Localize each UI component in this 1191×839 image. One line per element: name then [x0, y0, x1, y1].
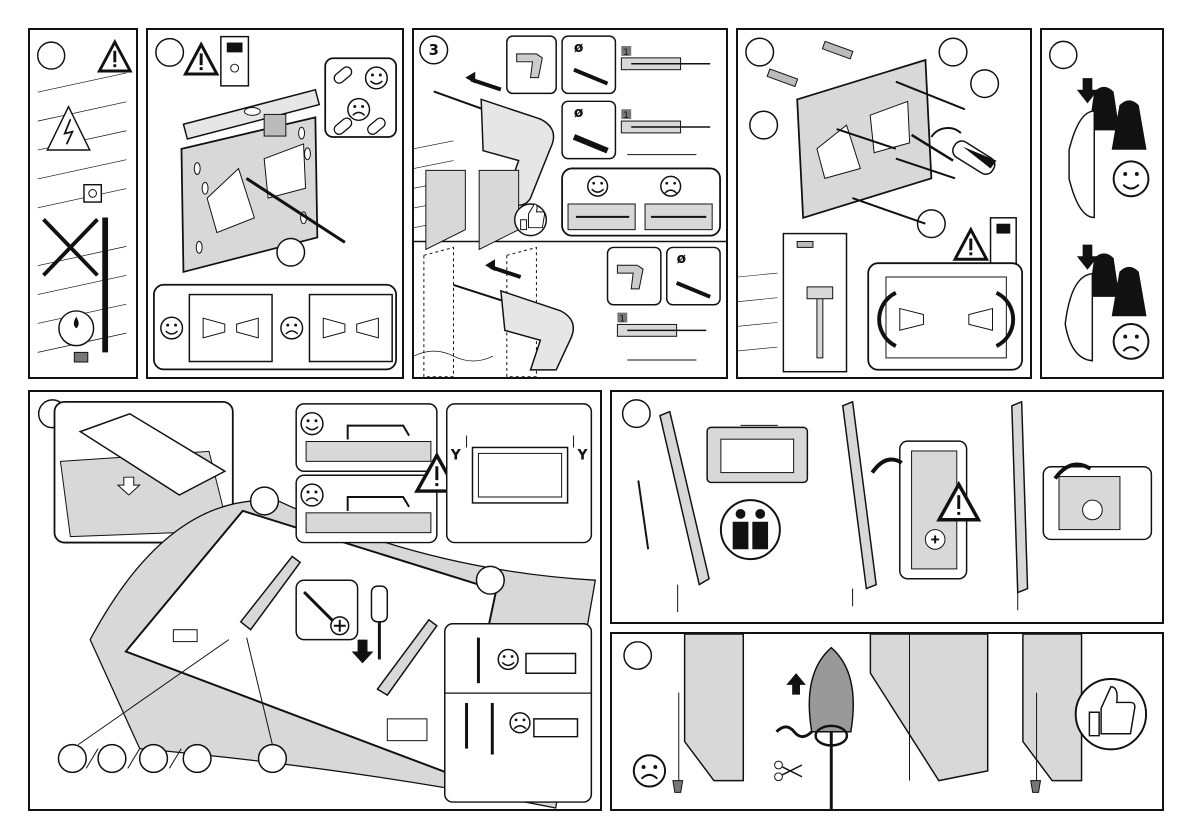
step-panel-8-secure-cord: [610, 632, 1164, 811]
tv-side-view: [870, 634, 987, 781]
level-bubble-detail: [264, 114, 286, 136]
happy-face-icon: [1114, 161, 1149, 196]
step-number-circle: [746, 38, 774, 66]
water-pipe-icon: [59, 217, 105, 362]
clearance-diagram: Y Y: [447, 404, 592, 543]
step-number-circle: [1050, 41, 1077, 68]
clearance-label-right: Y: [576, 447, 588, 463]
callout-circle: [971, 70, 999, 98]
sad-face-icon: [301, 484, 323, 506]
step-tag: 1: [623, 48, 629, 58]
step-panel-3-drill: 3 ø: [412, 28, 728, 379]
step-number-circle: [623, 400, 651, 428]
diameter-symbol: ø: [574, 105, 584, 121]
cord-knot-detail: [775, 648, 854, 809]
diameter-symbol: ø: [574, 40, 584, 56]
happy-face-icon: [301, 413, 323, 435]
no-drill-cross-icon: [43, 219, 97, 275]
sad-face-icon: [661, 176, 681, 196]
secure-cord-illustration: [612, 634, 1162, 809]
sad-face-icon: [1114, 324, 1149, 359]
callout-circle: [918, 210, 946, 238]
wall-anchor-pair: [426, 170, 519, 249]
callout-circle: [277, 238, 305, 266]
drill-illustration: 3 ø: [414, 30, 726, 377]
step-tag: 1: [619, 314, 625, 324]
brick-wall: [738, 273, 777, 351]
tv-side-view: [638, 412, 709, 613]
tv-side-view: [1023, 634, 1082, 792]
plate-orientation-compare: [154, 285, 396, 370]
sad-face-icon: [348, 99, 370, 121]
arrow-icon: [786, 673, 806, 695]
mark-holes-illustration: [148, 30, 402, 377]
callout-circle: [476, 566, 504, 594]
step-panel-7-hang-tv: [610, 390, 1164, 624]
sad-face-icon: [281, 317, 303, 339]
drill-bit-box: ø: [562, 101, 615, 158]
step-panel-4-screw-plate: [736, 28, 1032, 379]
hole-depth-diagram: 1 1: [621, 46, 710, 155]
step-number: 3: [429, 42, 439, 59]
sad-face-icon: [510, 713, 530, 733]
hook-depth-compare: [296, 404, 437, 543]
hang-tv-illustration: [612, 392, 1162, 622]
step-panel-2-mark-holes: [146, 28, 404, 379]
diameter-symbol: ø: [677, 251, 687, 267]
attach-brackets-illustration: Y Y: [30, 392, 600, 809]
tv-side-view: [1069, 111, 1094, 217]
hammer-anchor-box: [783, 234, 846, 372]
ok-not-ok-screws-callout: [325, 58, 396, 137]
happy-face-icon: [588, 176, 608, 196]
step-panel-5-weight-check: [1040, 28, 1164, 379]
step-panel-6-attach-brackets: Y Y: [28, 390, 602, 811]
thumbs-up-icon: [515, 204, 547, 236]
tv-side-view: [843, 402, 876, 606]
drill-icon: [608, 247, 661, 304]
step-number-circle: [624, 642, 651, 669]
step-tag: 1: [623, 111, 629, 121]
tv-side-view: [1065, 274, 1092, 361]
warning-icon: [955, 230, 987, 260]
stud-detector-icon: [221, 37, 249, 86]
screw-length-compare: [445, 624, 592, 802]
thumbs-up-icon: [1076, 679, 1146, 749]
sad-face-icon: [634, 755, 665, 786]
rotation-adjust-box: [868, 263, 1022, 370]
knot-icon: [777, 727, 812, 737]
lock-detail-box: [1043, 465, 1151, 540]
hole-depth-diagram: 1: [617, 313, 706, 360]
step-number-circle: [38, 42, 65, 69]
wall-check-illustration: [30, 30, 136, 377]
phillips-screwdriver-box: [296, 580, 357, 639]
scissors-icon: [775, 761, 802, 781]
drill-icon: [507, 36, 556, 93]
tv-side-view: [1012, 402, 1028, 610]
drill-bit-box: ø: [667, 247, 720, 304]
two-persons-icon: [721, 500, 780, 559]
screw-plate-illustration: [738, 30, 1030, 377]
callout-circle: [750, 111, 778, 139]
happy-face-icon: [161, 317, 183, 339]
warning-icon: [99, 42, 130, 71]
brick-wall: [38, 73, 127, 352]
weight-check-illustration: [1042, 30, 1162, 377]
wall-plate-top-view: [707, 425, 807, 482]
step-number-circle: [156, 39, 184, 67]
drill-bit-box: ø: [562, 36, 615, 93]
step-panel-1-wall-check: [28, 28, 138, 379]
happy-face-icon: [498, 650, 518, 670]
anchor-ok-compare: [562, 168, 720, 235]
clearance-label-left: Y: [450, 447, 462, 463]
happy-face-icon: [366, 67, 388, 89]
socket-icon: [84, 185, 101, 202]
stud-detector-icon: [991, 218, 1017, 267]
warning-icon: [185, 45, 217, 75]
tv-side-view: [673, 634, 743, 792]
wall-anchors: [767, 41, 853, 86]
high-voltage-icon: [47, 107, 89, 150]
callout-circle: [251, 487, 279, 515]
callout-circle: [939, 38, 967, 66]
